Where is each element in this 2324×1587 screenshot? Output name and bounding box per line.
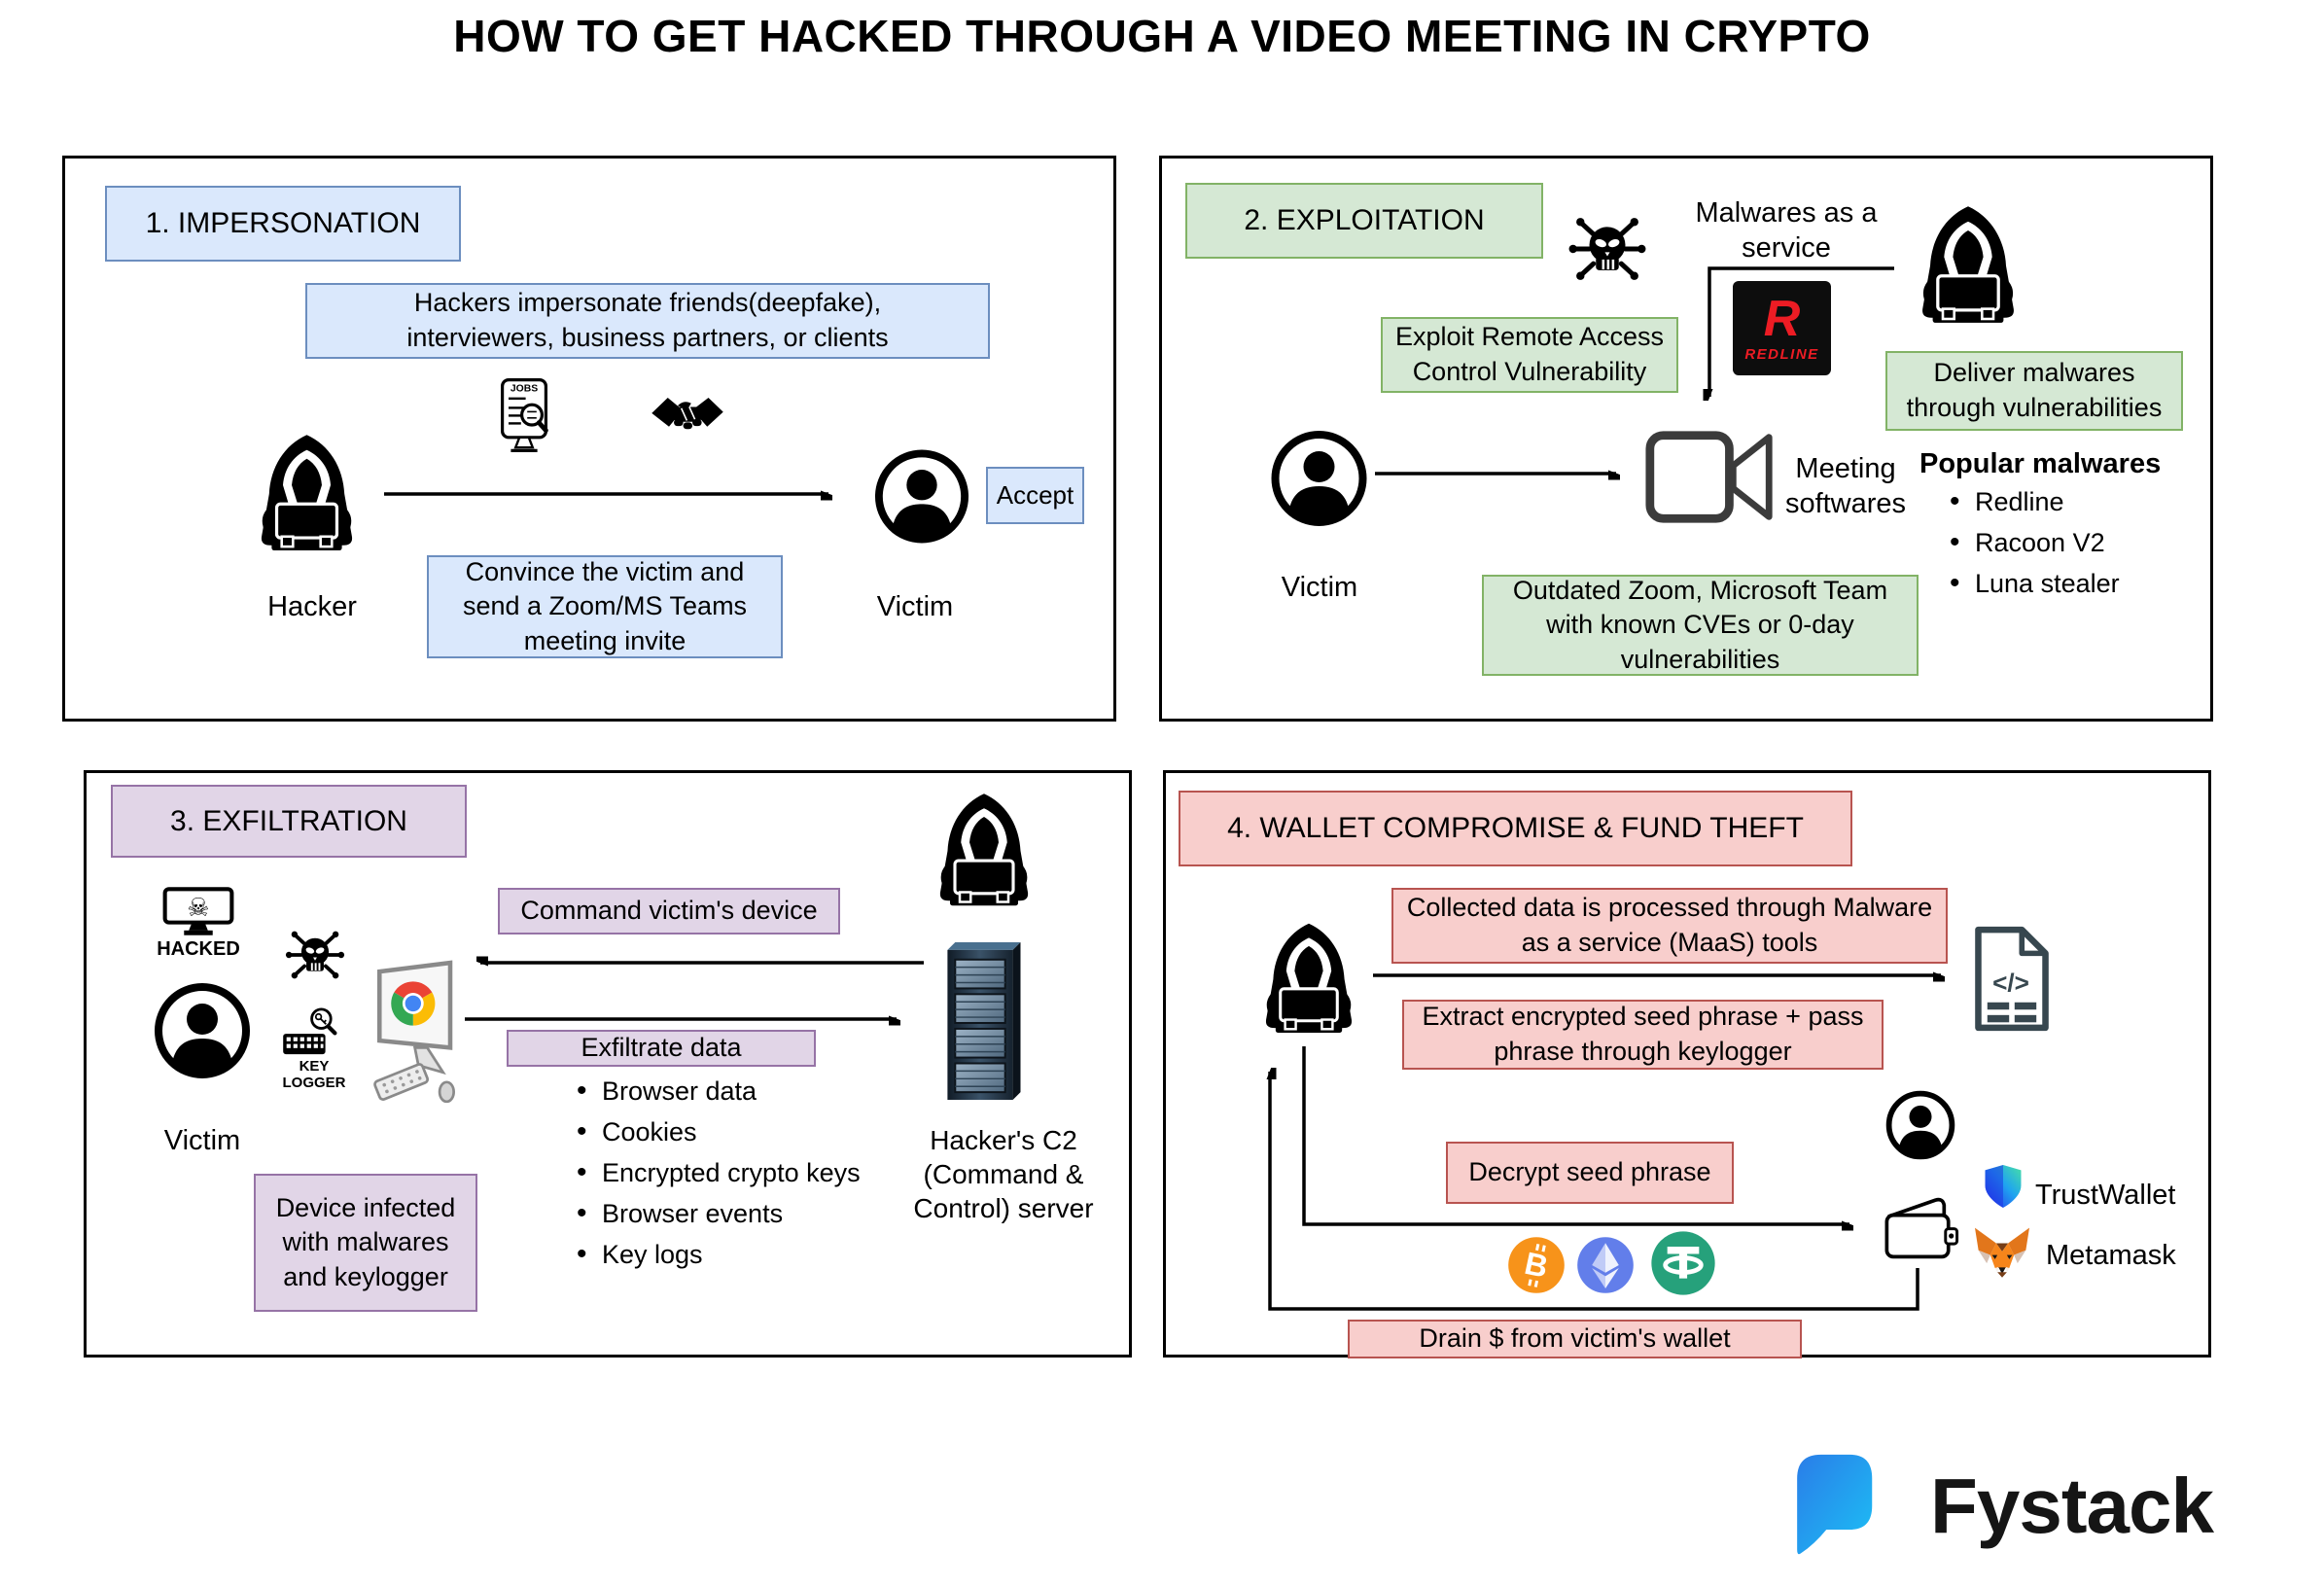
video-camera-icon: [1645, 431, 1773, 523]
exfiltration-title: 3. EXFILTRATION: [111, 785, 467, 858]
keylogger-label: KEY LOGGER: [282, 1058, 346, 1091]
convince-box: Convince the victim and send a Zoom/MS T…: [427, 555, 783, 658]
panel-exfiltration: 3. EXFILTRATION ☠ HACKED KEY LOGGER: [84, 770, 1132, 1358]
data-item: Browser events: [573, 1197, 861, 1230]
victim-label: Victim: [163, 1125, 241, 1156]
brand-footer: Fystack: [1784, 1447, 2214, 1566]
exploit-box: Exploit Remote Access Control Vulnerabil…: [1381, 317, 1678, 393]
data-item: Encrypted crypto keys: [573, 1156, 861, 1189]
svg-text:</>: </>: [1992, 969, 2029, 998]
victim-computer-icon: [373, 960, 455, 1104]
metamask-label: Metamask: [2046, 1240, 2176, 1271]
panel-wallet-theft: 4. WALLET COMPROMISE & FUND THEFT Collec…: [1163, 770, 2211, 1358]
collected-line-1: Collected data is processed through Malw…: [1406, 893, 1933, 923]
redline-logo: R REDLINE: [1733, 281, 1831, 375]
impersonation-title: 1. IMPERSONATION: [105, 186, 461, 262]
c2-server-label: Hacker's C2 (Command & Control) server: [913, 1125, 1094, 1223]
svg-text:JOBS: JOBS: [511, 384, 538, 395]
accept-button: Accept: [986, 467, 1084, 524]
panel-impersonation: 1. IMPERSONATION Hackers impersonate fri…: [62, 156, 1116, 722]
tether-icon: [1651, 1231, 1715, 1295]
exfiltrated-data-list: Browser data Cookies Encrypted crypto ke…: [573, 1075, 861, 1281]
redline-wordmark: REDLINE: [1744, 346, 1819, 363]
exploitation-title: 2. EXPLOITATION: [1185, 183, 1543, 259]
malware-item: Luna stealer: [1946, 567, 2120, 600]
maas-code-file-icon: </>: [1975, 926, 2049, 1032]
extract-box: Extract encrypted seed phrase + pass phr…: [1402, 1000, 1884, 1070]
victim-icon: [154, 980, 251, 1081]
wallet-title: 4. WALLET COMPROMISE & FUND THEFT: [1179, 791, 1852, 866]
hacked-label: HACKED: [157, 938, 240, 960]
collected-box: Collected data is processed through Malw…: [1391, 888, 1948, 964]
handshake-icon: [651, 398, 723, 430]
c2-server-icon: [947, 941, 1021, 1101]
victim-label: Victim: [876, 591, 954, 622]
hacker-icon: [921, 793, 1047, 914]
outdated-box: Outdated Zoom, Microsoft Team with known…: [1482, 575, 1919, 676]
deliver-box: Deliver malwares through vulnerabilities: [1885, 351, 2183, 431]
data-item: Browser data: [573, 1075, 861, 1108]
maas-label: Malwares as a service: [1695, 197, 1878, 264]
command-box: Command victim's device: [498, 888, 840, 935]
malware-bug-icon: [1567, 212, 1648, 286]
malware-bug-icon: [284, 927, 346, 983]
drain-box: Drain $ from victim's wallet: [1348, 1320, 1802, 1358]
victim-label: Victim: [1281, 572, 1358, 603]
data-item: Cookies: [573, 1115, 861, 1148]
fystack-logo-icon: [1797, 1454, 1873, 1555]
decrypt-box: Decrypt seed phrase: [1446, 1142, 1734, 1204]
exfiltrate-box: Exfiltrate data: [507, 1030, 816, 1067]
brand-name: Fystack: [1930, 1463, 2214, 1549]
panel-exploitation: 2. EXPLOITATION Malwares as a service R …: [1159, 156, 2213, 722]
meeting-softwares-label: Meeting softwares: [1784, 453, 1907, 520]
description-line-1: Hackers impersonate friends(deepfake),: [413, 288, 882, 318]
trustwallet-logo: [1985, 1165, 2022, 1209]
jobs-search-icon: JOBS: [501, 378, 548, 452]
hacker-label: Hacker: [267, 591, 357, 622]
hacker-icon: [244, 434, 370, 559]
ethereum-icon: [1577, 1237, 1634, 1293]
victim-avatar-icon: [1884, 1090, 1957, 1160]
svg-text:☠: ☠: [187, 893, 209, 922]
trustwallet-label: TrustWallet: [2035, 1180, 2176, 1211]
malware-item: Redline: [1946, 485, 2120, 518]
device-infected-box: Device infected with malwares and keylog…: [254, 1174, 477, 1312]
metamask-logo: [1975, 1227, 2029, 1278]
keylogger-icon: [283, 1007, 337, 1055]
redline-letter: R: [1763, 291, 1801, 347]
collected-line-2: as a service (MaaS) tools: [1521, 928, 1818, 957]
popular-malwares-list: Redline Racoon V2 Luna stealer: [1946, 485, 2120, 610]
victim-icon: [874, 447, 969, 546]
impersonation-description: Hackers impersonate friends(deepfake), i…: [305, 283, 990, 359]
bitcoin-icon: B: [1508, 1237, 1565, 1293]
description-line-2: interviewers, business partners, or clie…: [406, 323, 889, 352]
data-item: Key logs: [573, 1238, 861, 1271]
hacker-icon: [1902, 205, 2034, 332]
hacked-monitor-icon: ☠: [162, 887, 234, 935]
popular-malwares-title: Popular malwares: [1919, 448, 2162, 479]
wallet-icon: [1884, 1197, 1959, 1259]
hacker-icon: [1250, 916, 1368, 1047]
page-title: HOW TO GET HACKED THROUGH A VIDEO MEETIN…: [453, 11, 1871, 61]
malware-item: Racoon V2: [1946, 526, 2120, 559]
victim-icon: [1268, 430, 1370, 527]
